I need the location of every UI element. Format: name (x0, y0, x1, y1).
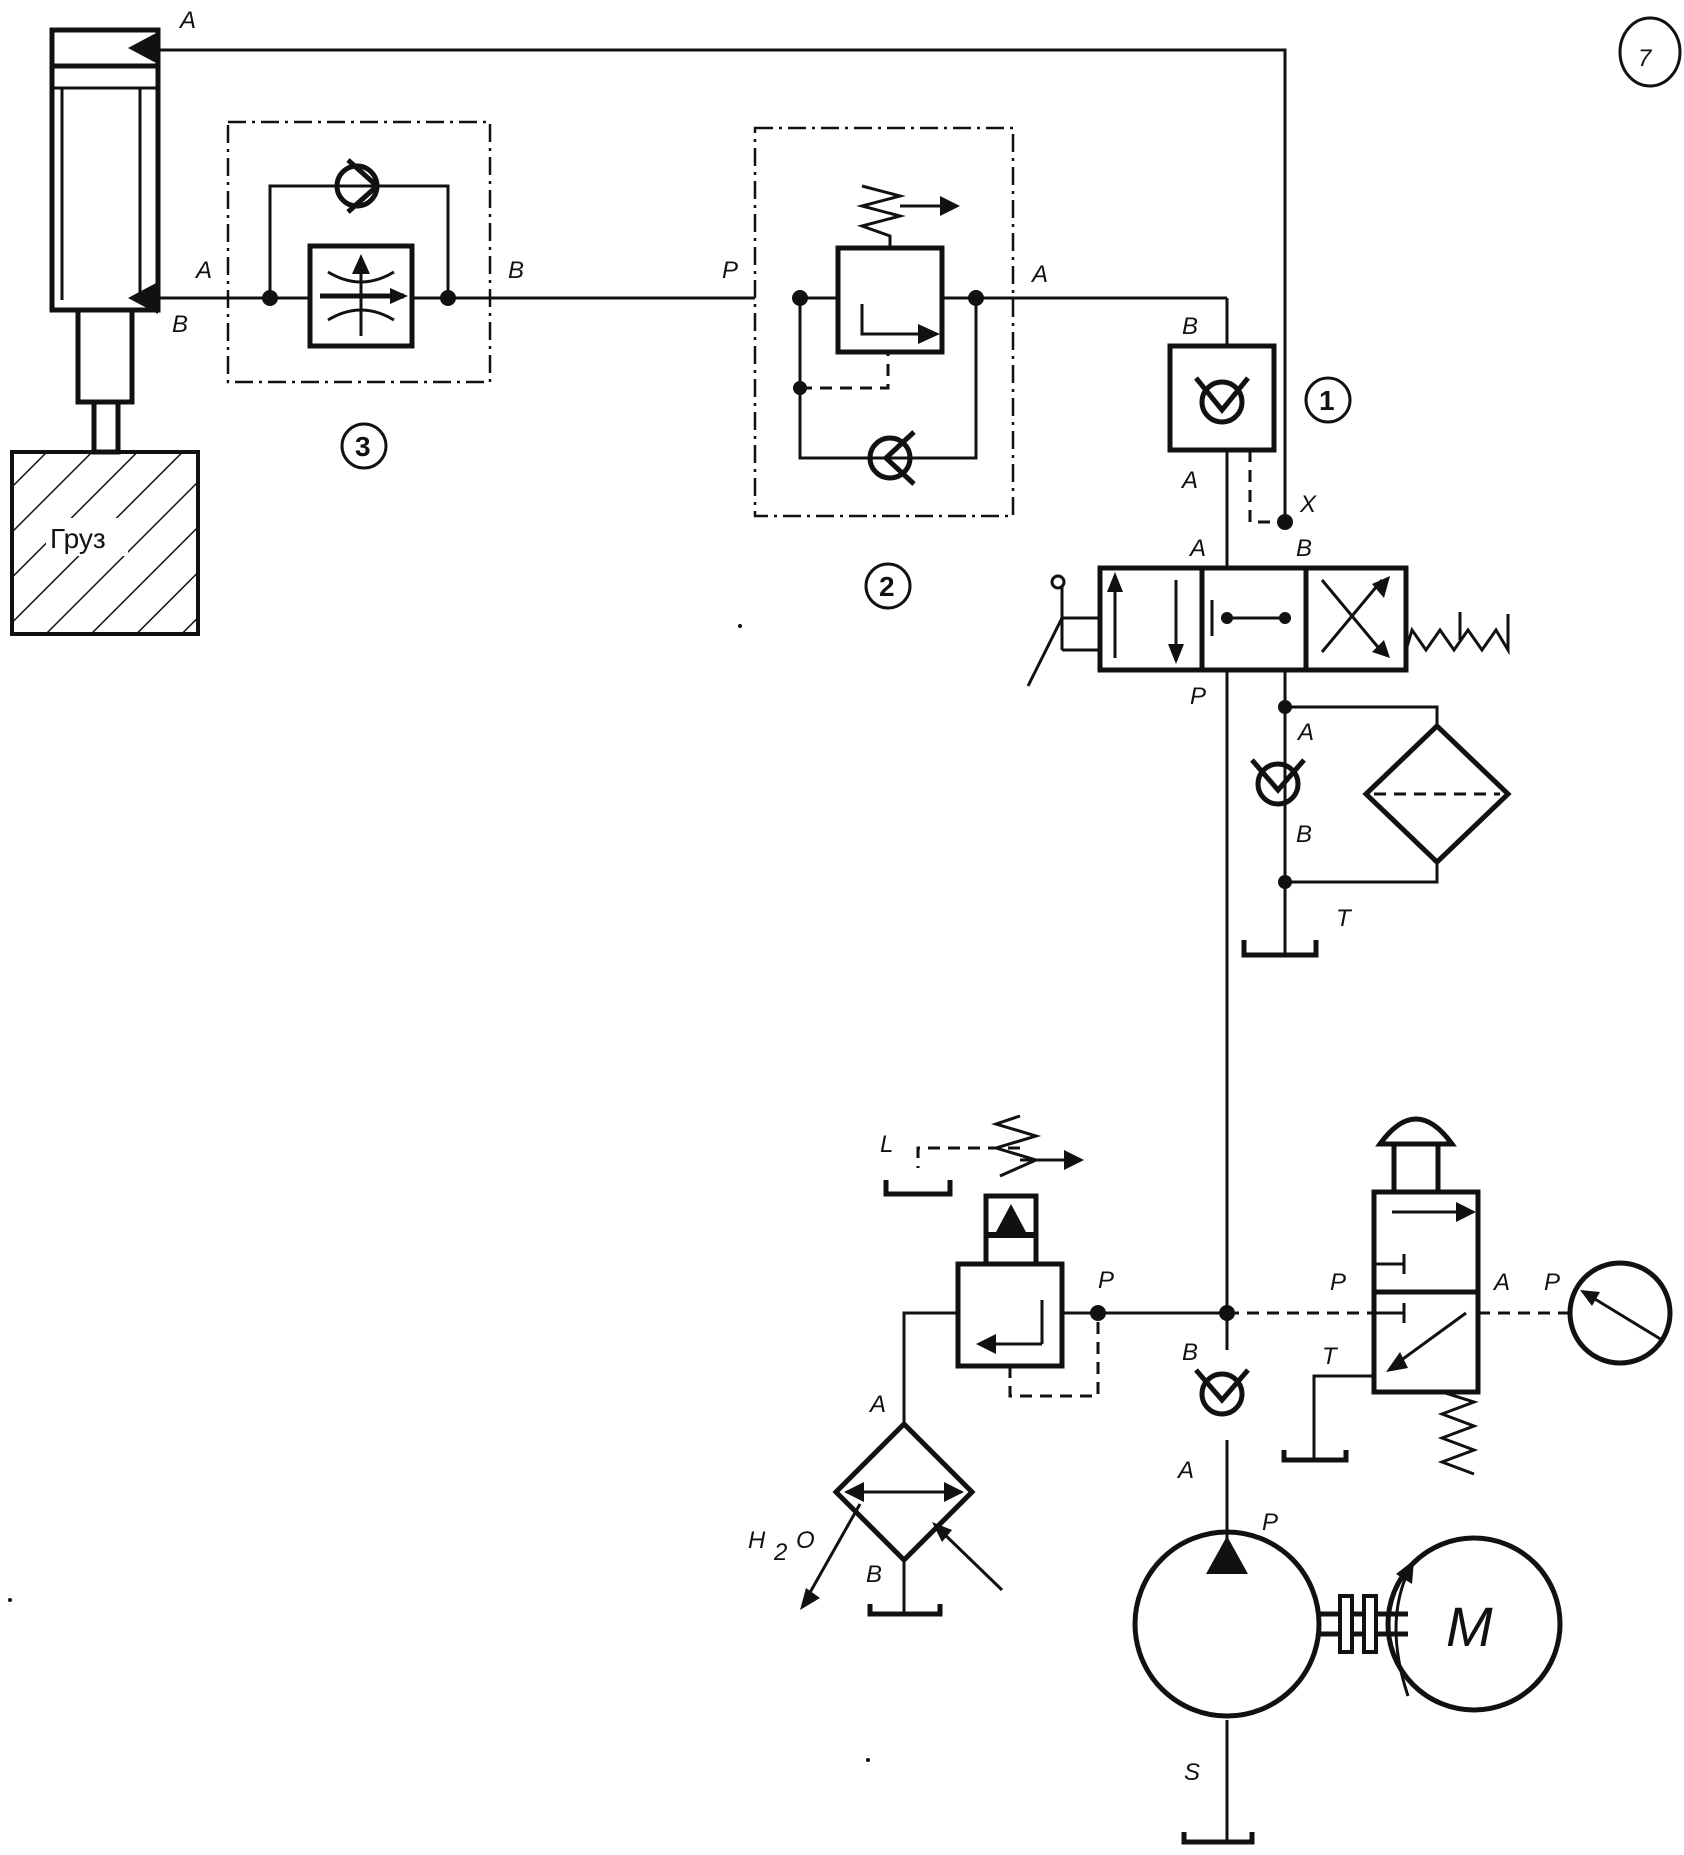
port-label-check-p-a: A (1176, 1457, 1194, 1484)
port-label-gv-a: A (1492, 1269, 1510, 1296)
port-label-cylinder-a: A (178, 7, 196, 34)
port-label-c1-b: B (1182, 313, 1198, 340)
coupling (1319, 1560, 1414, 1697)
svg-text:O: O (796, 1527, 815, 1554)
port-label-check-p-b: B (1182, 1339, 1198, 1366)
component-number-1: 1 (1304, 376, 1352, 424)
svg-text:3: 3 (355, 431, 371, 462)
port-label-c2-a: A (1030, 261, 1048, 288)
port-label-gv-p1: P (1330, 1269, 1346, 1296)
port-label-c1-x: X (1299, 491, 1317, 518)
return-check-valve-and-filter (1241, 700, 1512, 958)
port-label-cooler-b: B (866, 1561, 882, 1588)
pump-check-valve (1194, 1368, 1250, 1417)
port-label-check-r-b: B (1296, 821, 1312, 848)
pressure-gauge (1567, 1260, 1673, 1366)
svg-text:1: 1 (1319, 385, 1335, 416)
pilot-operated-check-valve (1167, 343, 1293, 530)
hydraulic-cylinder (49, 27, 161, 455)
port-label-c3-a: A (194, 257, 212, 284)
port-label-valve-a: A (1188, 535, 1206, 562)
port-label-gv-t: T (1322, 1343, 1339, 1370)
component-number-2: 2 (864, 562, 912, 610)
svg-text:H: H (748, 1527, 766, 1554)
svg-text:2: 2 (879, 571, 895, 602)
port-label-valve-b: B (1296, 535, 1312, 562)
oil-cooler (800, 1420, 1004, 1617)
suction-tank (1181, 1832, 1255, 1845)
port-label-c1-a: A (1180, 467, 1198, 494)
svg-text:2: 2 (773, 1539, 787, 1566)
port-label-relief-p: P (1098, 1267, 1114, 1294)
port-label-check-r-a: A (1296, 719, 1314, 746)
motor-label: M (1446, 1595, 1493, 1658)
port-label-pump-p: P (1262, 1509, 1278, 1536)
electric-motor: M (1385, 1535, 1563, 1713)
port-label-pump-s: S (1184, 1759, 1200, 1786)
port-label-c2-p: P (722, 257, 738, 284)
port-label-valve-p: P (1190, 683, 1206, 710)
port-label-c3-b: B (508, 257, 524, 284)
load-label: Груз (50, 523, 106, 554)
pressure-reducing-check-valve (753, 126, 1015, 518)
page-number-marker: 7 (1618, 16, 1682, 88)
port-label-relief-l: L (880, 1131, 893, 1158)
svg-text:7: 7 (1638, 45, 1653, 72)
hydraulic-pump (1132, 1529, 1322, 1719)
component-number-3: 3 (340, 422, 388, 470)
port-label-cylinder-b: B (172, 311, 188, 338)
port-label-gv-p2: P (1544, 1269, 1560, 1296)
gauge-isolating-valve (1281, 1116, 1481, 1476)
port-label-tank-t1: T (1336, 905, 1353, 932)
directional-control-valve (1026, 565, 1510, 687)
load-block: Груз (10, 450, 200, 636)
water-outlet-label: H 2 O (748, 1527, 815, 1566)
port-label-cooler-a: A (868, 1391, 886, 1418)
throttle-check-valve (226, 120, 492, 384)
pressure-relief-valve (883, 1114, 1235, 1424)
